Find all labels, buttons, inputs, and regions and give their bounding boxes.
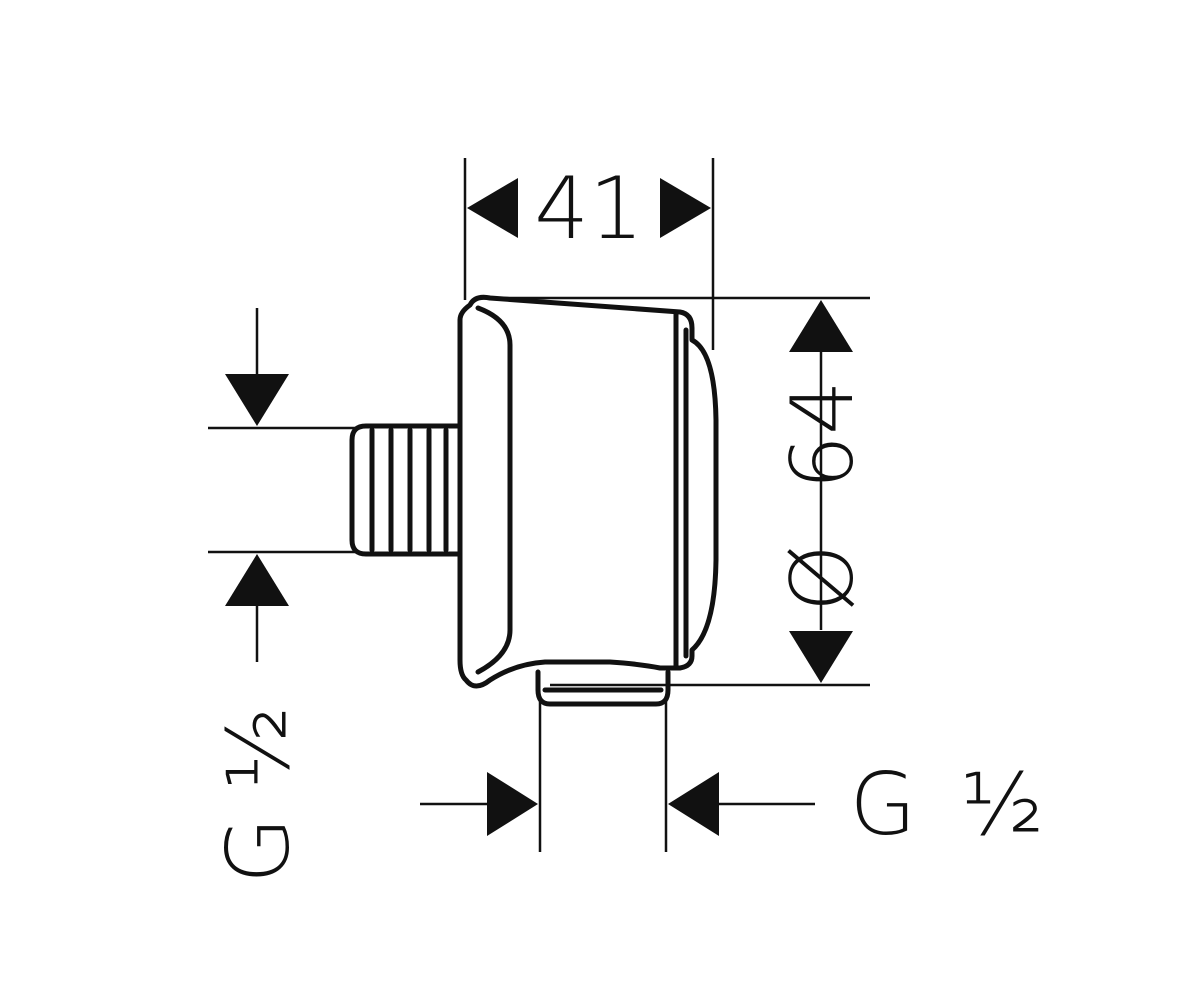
arrow-bottom-thread-right: [668, 772, 719, 836]
arrow-bottom-thread-left: [487, 772, 538, 836]
arrow-41-right: [660, 178, 711, 238]
thread-left-label-group: G ½: [209, 706, 309, 883]
thread-bottom-fraction: ½: [960, 755, 1043, 855]
diameter-symbol-group: Ø: [773, 544, 873, 612]
body-outline: [457, 294, 719, 689]
arrow-64-top: [789, 300, 853, 352]
arrow-thread-left-top: [225, 374, 289, 426]
thread-bottom-letter: G: [850, 755, 917, 855]
dimension-41-label: 41: [534, 159, 643, 259]
thread-connector: [349, 423, 461, 557]
diameter-symbol: Ø: [773, 544, 873, 612]
bottom-outlet: [535, 669, 671, 707]
wall-outlet-body: [349, 294, 719, 707]
arrow-thread-left-bottom: [225, 554, 289, 606]
dimension-64-label: 64: [773, 380, 873, 489]
body-inner-left-band: [475, 305, 513, 675]
thread-left-label: G ½: [209, 706, 309, 883]
arrow-41-left: [467, 178, 518, 238]
arrow-64-bottom: [789, 631, 853, 683]
dimension-64-label-group: 64: [773, 380, 873, 489]
